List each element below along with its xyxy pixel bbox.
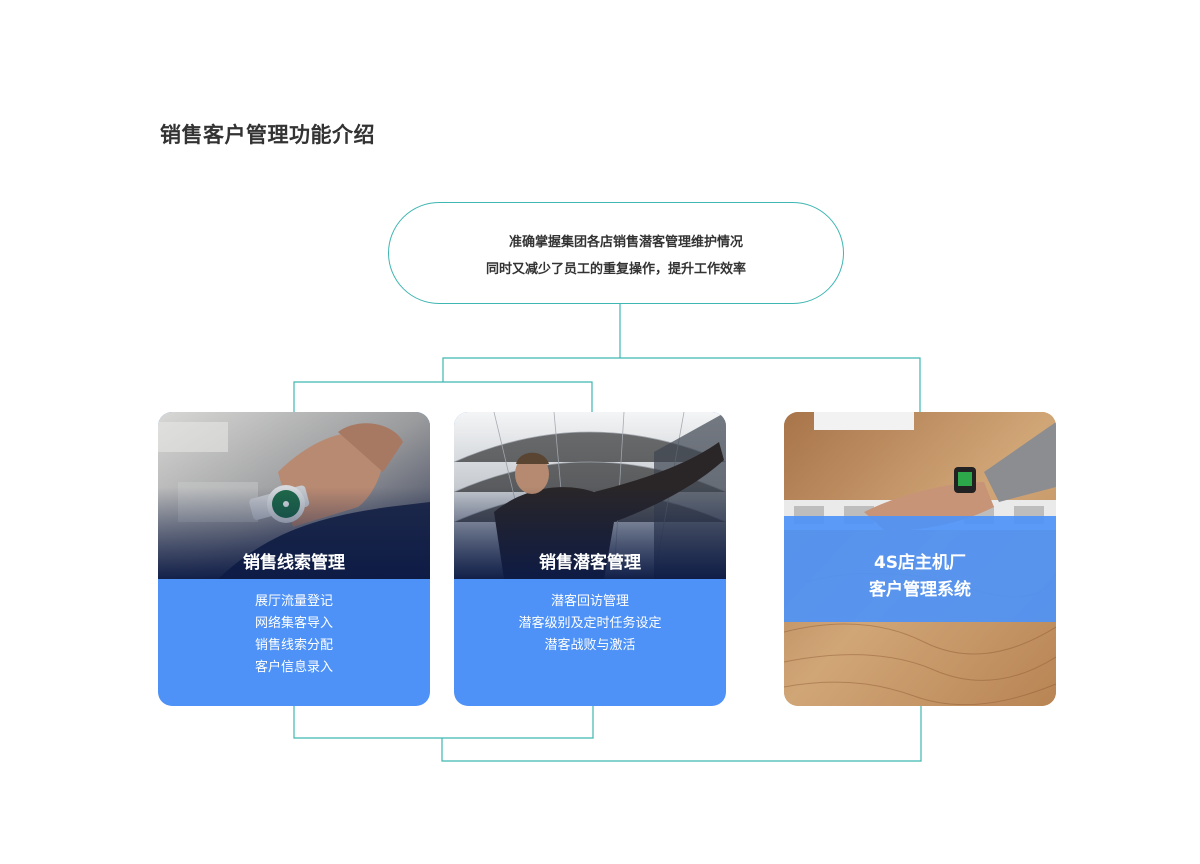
summary-line-1: 准确掌握集团各店销售潜客管理维护情况 bbox=[508, 235, 743, 250]
list-item: 网络集客导入 bbox=[254, 616, 333, 631]
summary-line-2: 同时又减少了员工的重复操作，提升工作效率 bbox=[485, 262, 746, 277]
list-item: 潜客战败与激活 bbox=[544, 638, 636, 653]
page-title: 销售客户管理功能介绍 bbox=[160, 123, 375, 147]
card-title: 销售线索管理 bbox=[243, 553, 345, 573]
card-title: 销售潜客管理 bbox=[539, 553, 641, 573]
wristwatch-photo bbox=[158, 412, 430, 579]
feature-list: 展厅流量登记 网络集客导入 销售线索分配 客户信息录入 bbox=[158, 591, 430, 679]
card-oem-crm: 4S店主机厂 客户管理系统 bbox=[784, 412, 1056, 706]
list-item: 潜客级别及定时任务设定 bbox=[518, 616, 662, 631]
summary-box: 准确掌握集团各店销售潜客管理维护情况 同时又减少了员工的重复操作，提升工作效率 bbox=[388, 202, 844, 304]
card-title-line-1: 4S店主机厂 bbox=[873, 553, 967, 573]
card-sales-leads: 销售线索管理 展厅流量登记 网络集客导入 销售线索分配 客户信息录入 bbox=[158, 412, 430, 706]
list-item: 潜客回访管理 bbox=[550, 594, 629, 609]
feature-list: 潜客回访管理 潜客级别及定时任务设定 潜客战败与激活 bbox=[454, 591, 726, 657]
title-band: 4S店主机厂 客户管理系统 bbox=[784, 516, 1056, 622]
list-item: 销售线索分配 bbox=[254, 638, 333, 653]
card-title-line-2: 客户管理系统 bbox=[869, 580, 971, 600]
list-item: 展厅流量登记 bbox=[254, 594, 333, 609]
businessman-cheering-photo bbox=[454, 412, 726, 579]
card-sales-prospects: 销售潜客管理 潜客回访管理 潜客级别及定时任务设定 潜客战败与激活 bbox=[454, 412, 726, 706]
list-item: 客户信息录入 bbox=[254, 660, 333, 675]
